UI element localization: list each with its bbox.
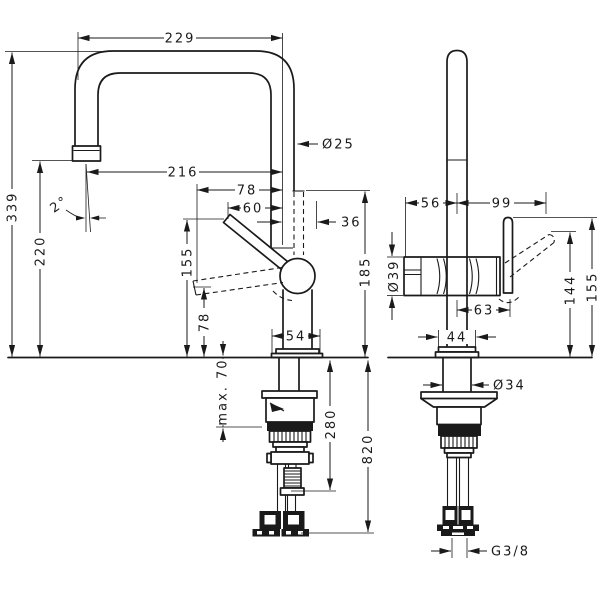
dim-hose-connection-depth-label: 280 <box>324 409 339 440</box>
dim-spout-diameter: Ø25 <box>297 138 355 153</box>
dim-lever-lowered-height-label: 78 <box>198 312 213 333</box>
handle-bar-open <box>498 233 555 304</box>
dim-spout-diameter-label: Ø25 <box>322 138 355 153</box>
dim-outlet-top-height: 185 <box>306 190 374 357</box>
dim-lever-height: 155 <box>180 218 224 357</box>
dim-max-mounting-thickness: max. 70 <box>215 341 262 442</box>
dim-lever-offset-label: 60 <box>243 202 264 217</box>
dim-base-diameter: 54 <box>271 329 321 353</box>
front-undercounter <box>252 357 318 537</box>
dim-total-height-label: 339 <box>6 192 21 223</box>
dim-lever-tip-offset: 78 <box>196 183 283 283</box>
dim-spout-reach: 229 <box>77 31 283 80</box>
dim-base-diameter-label: 54 <box>286 330 307 345</box>
dim-outlet-angle: 2° <box>48 163 106 233</box>
dim-outlet-offset: 36 <box>257 201 362 231</box>
dim-spout-reach-inner-label: 216 <box>168 166 199 181</box>
dim-handle-offset: 63 <box>456 299 511 319</box>
dim-rear-offset: 56 <box>405 193 458 257</box>
dim-max-mounting-thickness-label: max. 70 <box>216 358 231 425</box>
dim-handle-height-label: 155 <box>586 272 600 303</box>
dim-hose-length: 820 <box>301 360 376 534</box>
dim-handle-lowered-height: 144 <box>551 231 579 357</box>
dim-hose-connection-depth: 280 <box>291 360 339 492</box>
side-view-dimensions: 56 99 Ø39 63 <box>387 192 600 560</box>
dim-spout-reach-inner: 216 <box>87 165 283 181</box>
dim-lever-offset: 60 <box>227 201 283 219</box>
dim-total-height: 339 <box>5 51 111 357</box>
dim-spout-reach-label: 229 <box>165 32 196 47</box>
front-view-dimensions: 229 216 78 60 36 <box>5 31 376 534</box>
dim-body-diameter-label: Ø39 <box>387 260 402 293</box>
riser-pipe <box>446 49 468 348</box>
dim-outlet-height: 220 <box>32 160 72 357</box>
dim-thread-size: G3/8 <box>431 538 530 560</box>
dim-lever-tip-offset-label: 78 <box>237 184 258 199</box>
handle-bar <box>502 216 514 294</box>
dim-rear-offset-label: 56 <box>421 197 442 212</box>
ball-joint <box>279 257 316 295</box>
dim-outlet-angle-label: 2° <box>48 193 72 216</box>
dim-thread-size-label: G3/8 <box>491 545 530 560</box>
side-undercounter <box>420 357 498 536</box>
dim-handle-reach-label: 99 <box>492 197 513 212</box>
spout-outlet <box>71 145 102 162</box>
dim-outlet-top-height-label: 185 <box>359 257 374 288</box>
dim-shank-diameter: Ø34 <box>423 379 526 394</box>
dim-outlet-height-label: 220 <box>34 236 49 267</box>
valve-body <box>403 256 501 297</box>
spout-arch-inner <box>97 72 272 254</box>
dim-lever-height-label: 155 <box>181 247 196 278</box>
dim-handle-height: 155 <box>513 217 600 357</box>
dim-lever-lowered-height: 78 <box>193 286 213 357</box>
dim-outlet-offset-label: 36 <box>341 216 362 231</box>
dim-base-width-label: 44 <box>447 331 468 346</box>
dim-hose-length-label: 820 <box>361 434 376 465</box>
dim-handle-reach: 99 <box>457 192 547 214</box>
front-view <box>7 50 369 537</box>
spout-arch-outer <box>74 50 295 192</box>
dim-body-diameter: Ø39 <box>387 232 403 320</box>
side-view <box>387 49 593 536</box>
pullout-spray-hidden <box>292 190 305 255</box>
dim-shank-diameter-label: Ø34 <box>493 379 526 394</box>
dim-handle-offset-label: 63 <box>474 304 495 319</box>
dim-base-width: 44 <box>418 330 496 352</box>
lever-handle-lowered <box>192 266 293 302</box>
dim-handle-lowered-height-label: 144 <box>564 275 579 306</box>
